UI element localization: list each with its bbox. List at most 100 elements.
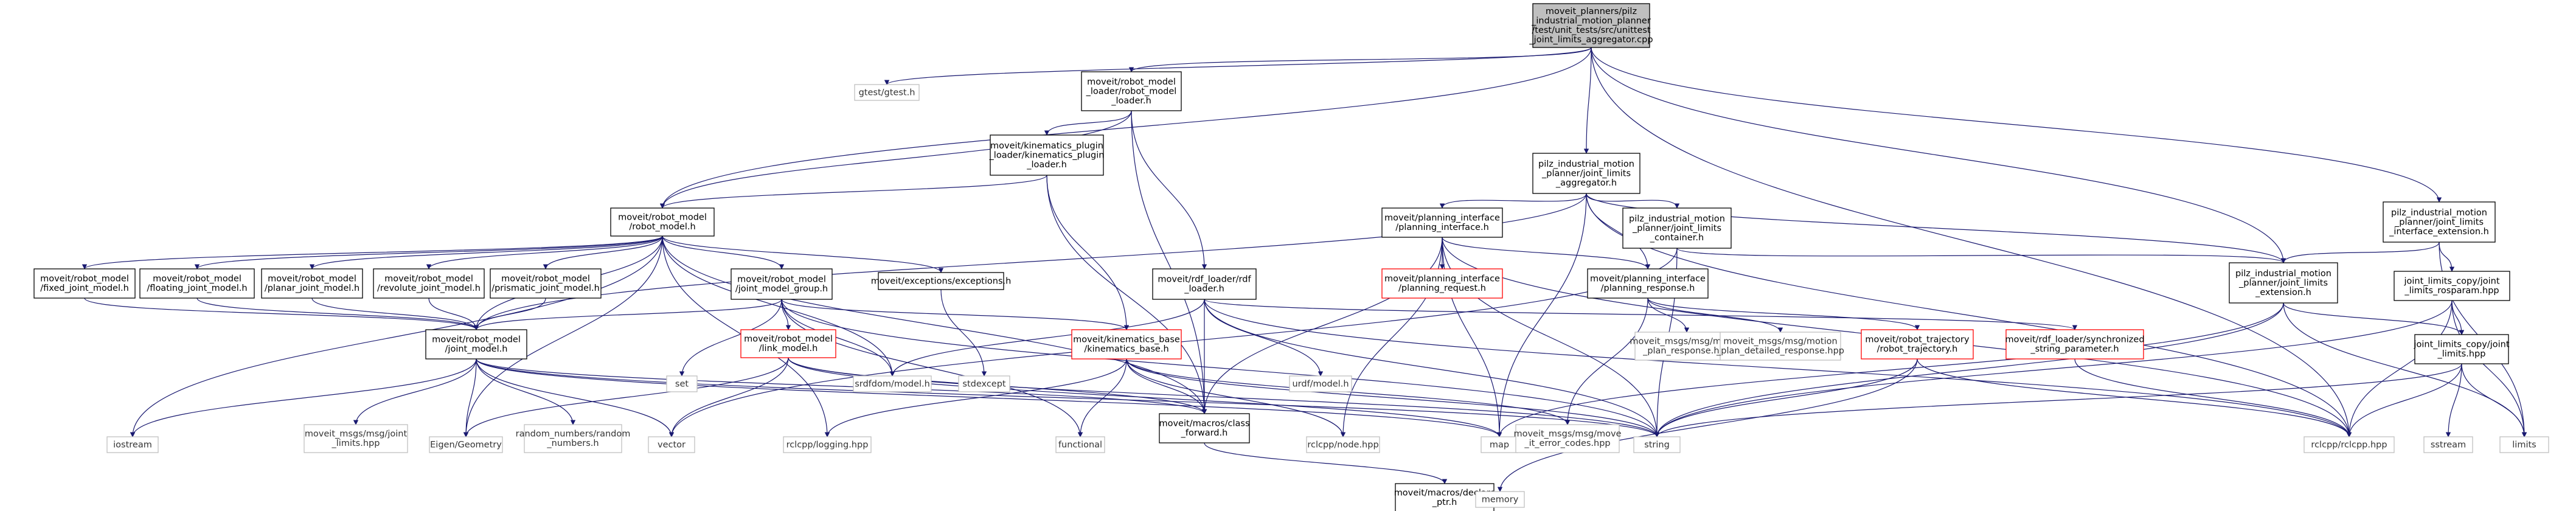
node-map: map xyxy=(1481,436,1518,453)
edge-limits_extension-to-map xyxy=(1496,302,2284,437)
node-label-line: map xyxy=(1490,440,1509,450)
edge-robot_model-to-planar_joint xyxy=(309,235,663,269)
edge-robot_model-to-prismatic_joint xyxy=(543,235,663,269)
node-floating-joint[interactable]: moveit/robot_model/floating_joint_model.… xyxy=(139,268,255,299)
edge-class_forward-to-declare_ptr xyxy=(1204,442,1448,484)
edge-aggregator-to-limits_container xyxy=(1586,193,1680,209)
node-stdexcept: stdexcept xyxy=(958,375,1010,392)
node-label-line: /planning_interface.h xyxy=(1395,223,1489,232)
node-label-line: moveit/robot_model xyxy=(618,213,707,223)
node-aggregator[interactable]: pilz_industrial_motion_planner/joint_lim… xyxy=(1532,153,1640,194)
node-robot-model[interactable]: moveit/robot_model/robot_model.h xyxy=(610,207,715,237)
node-planning-response[interactable]: moveit/planning_interface/planning_respo… xyxy=(1587,268,1709,299)
edge-synchronized_string-to-rclcpp_hpp xyxy=(2074,358,2352,437)
node-label-line: _limits_rosparam.hpp xyxy=(2404,286,2499,296)
node-label-line: srdfdom/model.h xyxy=(855,379,930,389)
node-box xyxy=(2423,436,2473,453)
edge-planning_response-to-motion_plan_response xyxy=(1647,297,1690,333)
node-random-numbers: random_numbers/random_numbers.h xyxy=(516,424,630,453)
node-label-line: moveit_msgs/msg/motion xyxy=(1723,337,1837,347)
node-label-line: /joint_model.h xyxy=(445,344,508,354)
node-box xyxy=(2499,436,2549,453)
node-label-line: rclcpp/node.hpp xyxy=(1307,440,1378,450)
edge-robot_model_loader-to-kinematics_plugin_loader xyxy=(1044,110,1132,136)
node-kinematics-base[interactable]: moveit/kinematics_base/kinematics_base.h xyxy=(1071,329,1182,360)
edge-interface_extension-to-limits_extension xyxy=(2280,242,2440,263)
node-planar-joint[interactable]: moveit/robot_model/planar_joint_model.h xyxy=(261,268,363,299)
node-label-line: pilz_industrial_motion xyxy=(1538,159,1634,169)
edge-link_model-to-vector xyxy=(668,357,789,437)
node-class-forward[interactable]: moveit/macros/class_forward.h xyxy=(1159,413,1250,443)
node-label-line: _numbers.h xyxy=(546,439,599,448)
node-label-line: moveit/robot_model xyxy=(153,274,241,284)
node-revolute-joint[interactable]: moveit/robot_model/revolute_joint_model.… xyxy=(373,268,485,299)
edge-root-to-rclcpp_hpp xyxy=(1591,47,2352,437)
node-rdf-loader[interactable]: moveit/rdf_loader/rdf_loader.h xyxy=(1152,268,1257,300)
node-label-line: /robot_model.h xyxy=(629,222,695,232)
node-label-line: _container.h xyxy=(1650,233,1704,243)
node-exceptions[interactable]: moveit/exceptions/exceptions.h xyxy=(871,272,1012,290)
node-label-line: _extension.h xyxy=(2255,288,2311,297)
node-root[interactable]: moveit_planners/pilz_industrial_motion_p… xyxy=(1529,3,1653,48)
node-box xyxy=(1159,413,1250,443)
edge-limits_rosparam-to-limits xyxy=(2451,300,2527,437)
edge-link_model-to-string xyxy=(788,357,1660,437)
node-interface-extension[interactable]: pilz_industrial_motion_planner/joint_lim… xyxy=(2383,201,2496,243)
edge-limits_copy_hpp-to-string xyxy=(1654,363,2462,437)
edge-robot_trajectory-to-string xyxy=(1654,358,1918,437)
node-link-model[interactable]: moveit/robot_model/link_model.h xyxy=(740,329,836,358)
node-robot-trajectory[interactable]: moveit/robot_trajectory/robot_trajectory… xyxy=(1861,329,1974,360)
edge-root-to-limits_extension xyxy=(1591,47,2286,263)
node-label-line: moveit/kinematics_plugin xyxy=(990,141,1103,151)
node-srdfdom-model: srdfdom/model.h xyxy=(853,375,932,392)
node-label-line: gtest/gtest.h xyxy=(859,88,915,97)
node-fixed-joint[interactable]: moveit/robot_model/fixed_joint_model.h xyxy=(33,268,136,299)
node-box xyxy=(1587,268,1709,299)
edge-fixed_joint-to-joint_model xyxy=(84,297,479,330)
edge-joint_model-to-joint_limits_hpp xyxy=(353,358,477,425)
node-synchronized-string[interactable]: moveit/rdf_loader/synchronized_string_pa… xyxy=(2005,329,2145,360)
node-joint-limits-hpp: moveit_msgs/msg/joint_limits.hpp xyxy=(304,424,408,453)
edge-root-to-robot_model_loader xyxy=(1128,47,1592,72)
node-label-line: _aggregator.h xyxy=(1555,178,1617,188)
edge-limits_extension-to-limits xyxy=(2283,302,2527,437)
node-limits-rosparam[interactable]: joint_limits_copy/joint_limits_rosparam.… xyxy=(2394,271,2510,301)
node-label-line: _loader.h xyxy=(1184,284,1224,294)
node-move-it-error-codes: moveit_msgs/msg/move_it_error_codes.hpp xyxy=(1513,424,1622,453)
node-label-line: pilz_industrial_motion xyxy=(1629,214,1725,224)
node-joint-model[interactable]: moveit/robot_model/joint_model.h xyxy=(425,329,527,360)
node-label-line: moveit/robot_model xyxy=(737,275,826,285)
edge-kinematics_base-to-rclcpp_logging xyxy=(824,358,1127,437)
edge-robot_model-to-fixed_joint xyxy=(82,235,663,269)
edge-planning_interface-to-map xyxy=(1442,237,1502,437)
node-limits-copy-hpp[interactable]: joint_limits_copy/joint_limits.hpp xyxy=(2413,334,2510,364)
node-label-line: _joint_limits_aggregator.cpp xyxy=(1529,35,1653,45)
node-box xyxy=(2005,329,2144,360)
node-box xyxy=(490,268,602,299)
node-label-line: moveit/planning_interface xyxy=(1590,274,1706,284)
node-label-line: _forward.h xyxy=(1181,428,1228,438)
node-label-line: _plan_detailed_response.hpp xyxy=(1716,346,1844,356)
node-label-line: limits xyxy=(2512,440,2536,450)
node-sstream: sstream xyxy=(2423,436,2473,453)
node-robot-model-loader[interactable]: moveit/robot_model_loader/robot_model_lo… xyxy=(1081,71,1182,111)
edge-robot_model_loader-to-rdf_loader xyxy=(1131,110,1207,269)
node-kinematics-plugin-loader[interactable]: moveit/kinematics_plugin_loader/kinemati… xyxy=(989,134,1105,176)
node-box xyxy=(1381,268,1503,299)
edge-root-to-interface_extension xyxy=(1591,47,2442,203)
node-planning-interface[interactable]: moveit/planning_interface/planning_inter… xyxy=(1381,207,1503,238)
node-box xyxy=(1055,436,1105,453)
node-planning-request[interactable]: moveit/planning_interface/planning_reque… xyxy=(1381,268,1503,299)
node-box xyxy=(2229,262,2338,304)
node-limits-extension[interactable]: pilz_industrial_motion_planner/joint_lim… xyxy=(2229,262,2338,304)
node-limits-container[interactable]: pilz_industrial_motion_planner/joint_lim… xyxy=(1622,207,1732,249)
node-label-line: stdexcept xyxy=(962,379,1006,389)
node-box xyxy=(1306,436,1380,453)
node-label-line: _interface_extension.h xyxy=(2389,227,2489,237)
node-label-line: /floating_joint_model.h xyxy=(147,283,247,293)
node-joint-model-group[interactable]: moveit/robot_model/joint_model_group.h xyxy=(731,268,833,300)
node-prismatic-joint[interactable]: moveit/robot_model/prismatic_joint_model… xyxy=(490,268,602,299)
edge-aggregator-to-joint_model xyxy=(473,193,1587,330)
node-label-line: moveit/robot_model xyxy=(432,335,521,345)
